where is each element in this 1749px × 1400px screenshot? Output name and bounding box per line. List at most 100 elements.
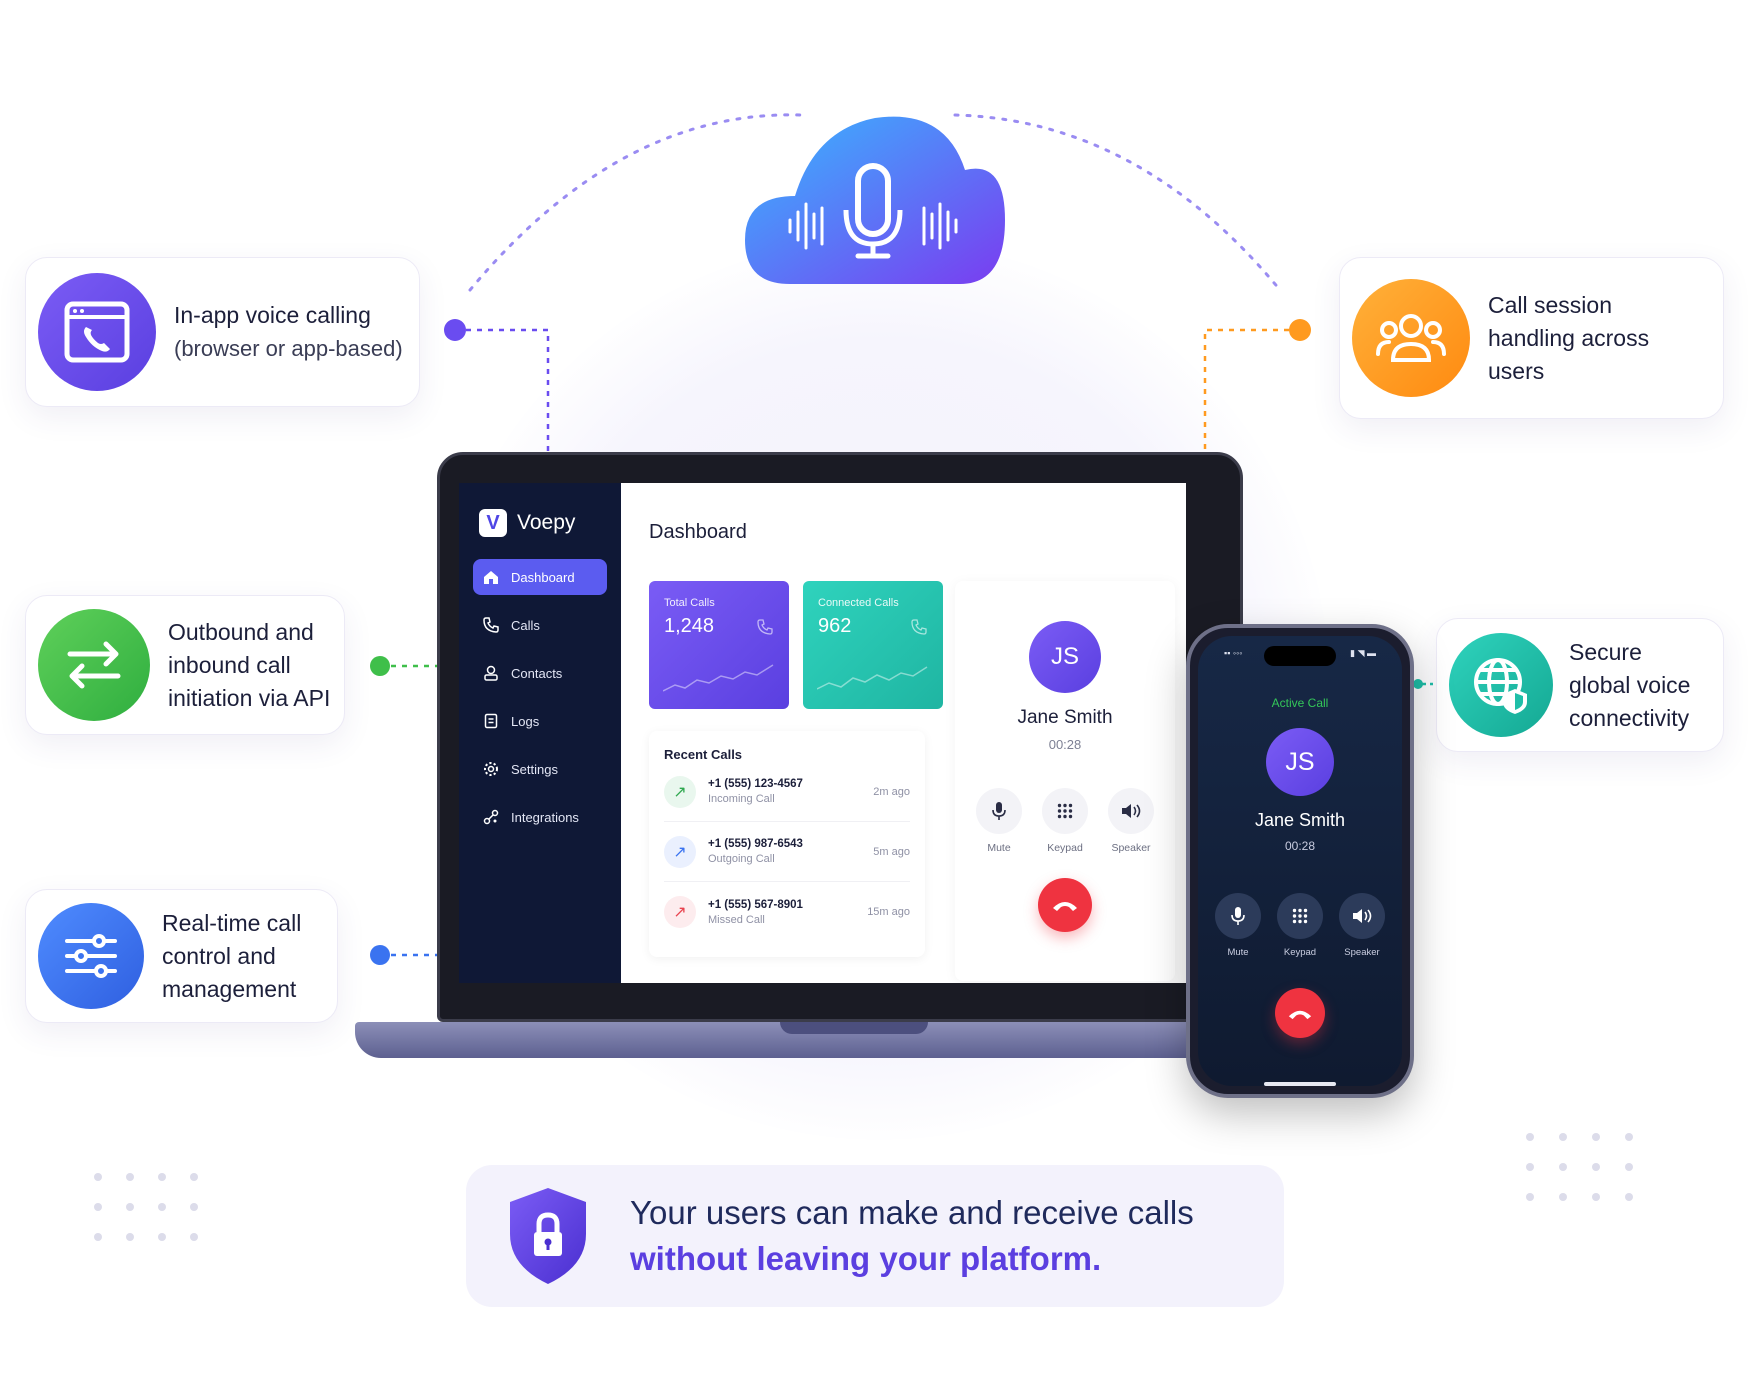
arrow-down-left-icon: ↗ [664, 775, 696, 808]
control-label: Speaker [1344, 947, 1380, 958]
call-time: 15m ago [867, 906, 910, 918]
phone-icon [757, 619, 773, 635]
stat-label: Total Calls [664, 597, 715, 609]
phone-frame: ▪▪ ◦◦◦ ▮ ◥ ▬ Active Call JS Jane Smith 0… [1186, 624, 1414, 1098]
sidebar-item-label: Logs [511, 713, 540, 729]
missed-call-icon: ↗ [664, 896, 696, 928]
phone-icon [911, 619, 927, 635]
laptop-notch [780, 1022, 928, 1034]
sidebar-item-settings[interactable]: Settings [473, 751, 607, 787]
keypad-icon [1292, 908, 1308, 924]
page-title: Dashboard [649, 521, 747, 543]
sliders-icon [38, 903, 144, 1009]
call-time: 2m ago [873, 785, 910, 798]
phone-icon [483, 617, 499, 633]
sidebar-item-calls[interactable]: Calls [473, 607, 607, 643]
call-number: +1 (555) 567-8901 [708, 898, 803, 911]
sidebar-item-label: Integrations [511, 809, 579, 825]
sidebar-item-integrations[interactable]: Integrations [473, 799, 607, 835]
dot-grid-left [94, 1173, 198, 1241]
mic-icon [1231, 907, 1245, 925]
sidebar-item-dashboard[interactable]: Dashboard [473, 559, 607, 595]
stat-card-connected-calls[interactable]: Connected Calls 962 [803, 581, 943, 709]
keypad-button[interactable]: Keypad [1041, 788, 1089, 854]
feature-title: In-app voice calling [174, 302, 371, 328]
end-call-button[interactable] [1275, 988, 1325, 1038]
status-battery-icon: ▮ ◥ ▬ [1350, 648, 1376, 658]
logs-icon [484, 713, 498, 729]
phone-screen: ▪▪ ◦◦◦ ▮ ◥ ▬ Active Call JS Jane Smith 0… [1198, 636, 1402, 1086]
control-label: Keypad [1283, 947, 1317, 958]
home-indicator [1264, 1082, 1336, 1086]
caller-name: Jane Smith [1017, 707, 1113, 728]
stat-value: 962 [818, 615, 852, 637]
feature-subtitle: (browser or app-based) [174, 336, 403, 361]
mute-button[interactable]: Mute [1214, 893, 1262, 958]
speaker-button[interactable]: Speaker [1338, 893, 1386, 958]
stat-card-total-calls[interactable]: Total Calls 1,248 [649, 581, 789, 709]
sidebar-item-label: Settings [511, 761, 558, 777]
dashboard-main: Dashboard Total Calls 1,248 Connected Ca… [621, 483, 1186, 983]
sidebar-item-label: Calls [511, 617, 540, 633]
caller-name: Jane Smith [1254, 810, 1346, 830]
hang-up-icon [1053, 902, 1077, 911]
mute-button[interactable]: Mute [975, 788, 1023, 854]
control-label: Mute [987, 842, 1011, 854]
bottom-banner: Your users can make and receive calls wi… [466, 1165, 1284, 1307]
cloud-mic-icon [745, 116, 1005, 284]
call-type: Incoming Call [708, 793, 775, 805]
feature-card-outbound: Outbound and inbound call initiation via… [25, 595, 345, 735]
feature-title: Call session handling across users [1488, 291, 1650, 384]
sound-wave [601, 359, 1145, 433]
stat-value: 1,248 [664, 615, 715, 637]
mic-icon [992, 802, 1006, 820]
active-call-panel: JS Jane Smith 00:28 Mute Keypad Speaker [955, 581, 1175, 981]
keypad-icon [1057, 803, 1073, 819]
integrations-icon [483, 809, 499, 825]
call-type: Outgoing Call [708, 853, 775, 865]
globe-shield-icon [1449, 633, 1553, 737]
control-label: Keypad [1047, 842, 1083, 854]
end-call-button[interactable] [1038, 878, 1092, 932]
call-time: 5m ago [873, 845, 910, 858]
call-number: +1 (555) 987-6543 [708, 838, 803, 850]
status-signal-icon: ▪▪ ◦◦◦ [1224, 648, 1243, 658]
control-label: Mute [1227, 947, 1249, 958]
feature-card-realtime: Real-time call control and management [25, 889, 338, 1023]
control-label: Speaker [1111, 842, 1151, 854]
feature-title: Real-time call control and management [162, 909, 302, 1002]
avatar: JS [1029, 621, 1101, 693]
banner-line-2: without leaving your platform. [630, 1240, 1102, 1277]
active-call-status: Active Call [1271, 696, 1329, 710]
shield-lock-icon [510, 1188, 586, 1284]
sidebar-item-logs[interactable]: Logs [473, 703, 607, 739]
feature-card-session: Call session handling across users [1339, 257, 1724, 419]
recent-calls-title: Recent Calls [664, 747, 743, 762]
feature-title: Secure global voice connectivity [1569, 638, 1691, 731]
brand[interactable]: V Voepy [479, 509, 607, 537]
browser-phone-icon [38, 273, 156, 391]
banner-line-1: Your users can make and receive calls [630, 1194, 1194, 1231]
sparkline [663, 664, 774, 692]
call-type: Missed Call [708, 913, 765, 926]
sidebar-item-label: Contacts [511, 665, 563, 681]
feature-card-secure: Secure global voice connectivity [1436, 618, 1724, 752]
dynamic-island [1264, 646, 1336, 666]
call-duration: 00:28 [1284, 839, 1316, 853]
laptop-screen: V Voepy Dashboard Calls Contacts Logs Se… [459, 483, 1186, 983]
feature-card-in-app: In-app voice calling (browser or app-base… [25, 257, 420, 407]
keypad-button[interactable]: Keypad [1276, 893, 1324, 958]
hang-up-icon [1288, 1010, 1312, 1019]
speaker-button[interactable]: Speaker [1107, 788, 1155, 854]
sidebar-item-label: Dashboard [511, 569, 575, 585]
sidebar-item-contacts[interactable]: Contacts [473, 655, 607, 691]
speaker-icon [1353, 909, 1372, 923]
swap-arrows-icon [38, 609, 150, 721]
contacts-icon [484, 665, 498, 681]
sidebar: V Voepy Dashboard Calls Contacts Logs Se… [459, 483, 621, 983]
